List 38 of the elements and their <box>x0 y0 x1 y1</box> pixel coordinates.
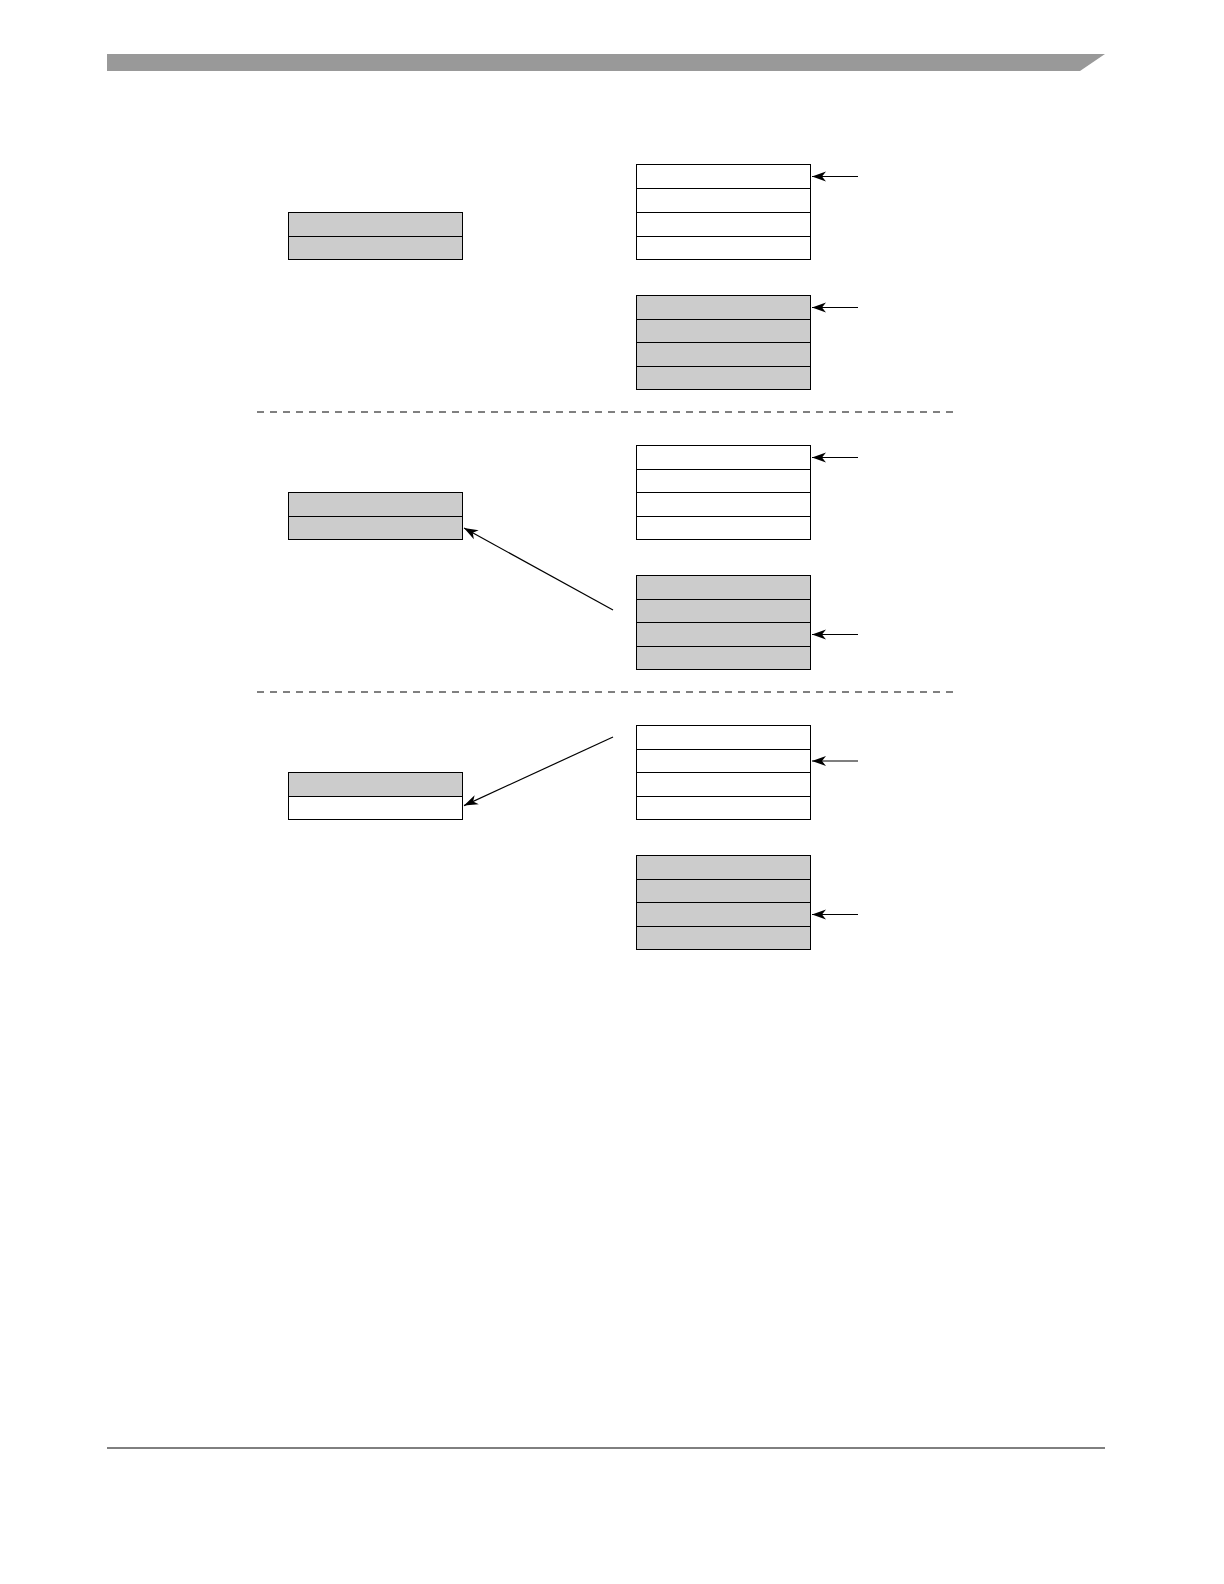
memory-cell <box>636 319 811 343</box>
memory-cell <box>636 212 811 237</box>
memory-cell <box>636 469 811 493</box>
arrow <box>811 171 859 182</box>
memory-cell <box>636 366 811 390</box>
memory-cell <box>636 855 811 880</box>
memory-cell <box>636 599 811 623</box>
memory-cell <box>636 725 811 750</box>
memory-cell <box>288 516 463 540</box>
arrow <box>811 629 859 640</box>
memory-cell <box>636 575 811 600</box>
memory-cell <box>636 796 811 820</box>
memory-cell <box>288 212 463 237</box>
arrow <box>463 736 614 807</box>
memory-cell <box>288 236 463 260</box>
memory-cell <box>636 749 811 773</box>
memory-cell <box>636 926 811 950</box>
memory-cell <box>288 796 463 820</box>
memory-cell <box>636 188 811 213</box>
memory-cell <box>636 622 811 647</box>
memory-cell <box>636 342 811 367</box>
arrow <box>811 302 859 313</box>
memory-cell <box>636 772 811 797</box>
memory-cell <box>636 236 811 260</box>
memory-cell <box>636 879 811 903</box>
memory-cell <box>636 646 811 670</box>
memory-cell <box>636 164 811 189</box>
memory-cell <box>636 516 811 540</box>
arrow <box>811 756 859 766</box>
memory-cell <box>636 492 811 517</box>
memory-cell <box>288 772 463 797</box>
arrow <box>811 909 859 920</box>
memory-cell <box>636 295 811 320</box>
arrow <box>811 452 859 463</box>
memory-cell <box>636 445 811 470</box>
arrow <box>463 527 614 611</box>
memory-cell <box>636 902 811 927</box>
memory-cell <box>288 492 463 517</box>
